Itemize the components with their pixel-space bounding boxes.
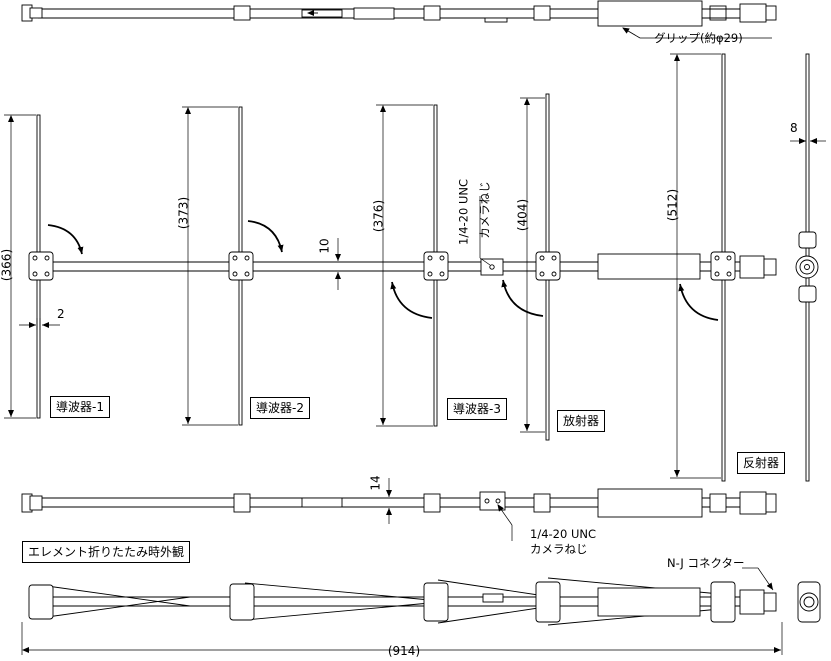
reflector-label: 反射器 [737, 452, 786, 474]
dim-404: (404) [516, 199, 530, 231]
dim-2: 2 [57, 307, 65, 321]
folded-view [28, 577, 821, 626]
dim-8: 8 [790, 121, 798, 135]
mount-note-bottom-line1: 1/4-20 UNC [530, 527, 596, 541]
folded-view-label: エレメント折りたたみ時外観 [22, 541, 191, 563]
director-2-label: 導波器-2 [250, 397, 310, 419]
bottom-side-view [21, 488, 777, 518]
mount-note-top-line2: カメラねじ [478, 181, 492, 239]
grip-note: グリップ(約φ29) [654, 31, 743, 45]
clamps [28, 251, 736, 281]
dim-10: 10 [318, 238, 332, 253]
dim-14: 14 [369, 475, 383, 490]
director-3-label: 導波器-3 [447, 398, 507, 420]
fold-arrows [47, 220, 719, 321]
end-view [795, 53, 819, 482]
dim-512: (512) [666, 189, 680, 221]
mount-note-bottom-line2: カメラねじ [530, 542, 588, 556]
director-1-label: 導波器-1 [50, 396, 110, 418]
dim-373: (373) [177, 197, 191, 229]
connector-note: N-J コネクター [667, 556, 745, 570]
main-boom [40, 253, 777, 280]
dim-366: (366) [0, 249, 14, 281]
dim-914: (914) [388, 644, 420, 658]
radiator-label: 放射器 [557, 410, 606, 432]
top-side-view [21, 0, 777, 27]
mount-note-top-line1: 1/4-20 UNC [457, 179, 471, 245]
dim-376: (376) [372, 200, 386, 232]
dimension-lines [4, 53, 826, 479]
